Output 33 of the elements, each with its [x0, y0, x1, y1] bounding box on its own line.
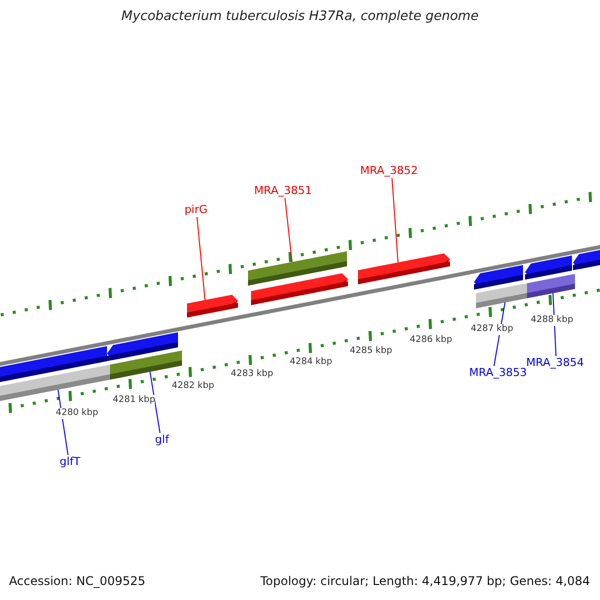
scale-label: 4286 kbp [410, 335, 452, 346]
gene-bar [527, 274, 575, 298]
gene-feature [525, 256, 572, 280]
gene-label: glf [155, 433, 169, 447]
gene-label: MRA_3853 [469, 366, 527, 380]
gene-feature [573, 248, 600, 270]
gene-label: glfT [60, 455, 80, 469]
scale-label: 4283 kbp [230, 369, 274, 380]
scale-label: 4288 kbp [530, 315, 574, 326]
scale-label: 4282 kbp [172, 381, 214, 392]
gene-feature [251, 273, 348, 306]
footer-text: Topology: circular; Length: 4,419,977 bp; Genes: 4,084 [260, 574, 590, 588]
scale-label: 4285 kbp [350, 346, 392, 357]
gene-feature [474, 265, 523, 290]
leader-line [284, 198, 292, 263]
scale-label: 4281 kbp [112, 395, 156, 406]
scale-label: 4284 kbp [290, 357, 332, 368]
footer-text: Accession: NC_009525 [9, 574, 146, 588]
title: Mycobacterium tuberculosis H37Ra, complete genome [121, 10, 479, 24]
scale-label: 4287 kbp [470, 324, 514, 335]
gene-feature [358, 253, 450, 284]
gene-bar [0, 364, 110, 403]
gene-bar [476, 283, 527, 308]
leader-line [150, 371, 160, 434]
gene-label: MRA_3851 [254, 184, 312, 198]
gene-label: pirG [184, 203, 208, 217]
scale-label: 4280 kbp [56, 408, 98, 419]
gene-label: MRA_3854 [526, 356, 584, 370]
leader-line [196, 216, 206, 301]
gene-label: MRA_3852 [360, 164, 418, 178]
leader-line [392, 178, 398, 263]
gene-feature [187, 294, 238, 318]
gene-bar [110, 350, 182, 380]
